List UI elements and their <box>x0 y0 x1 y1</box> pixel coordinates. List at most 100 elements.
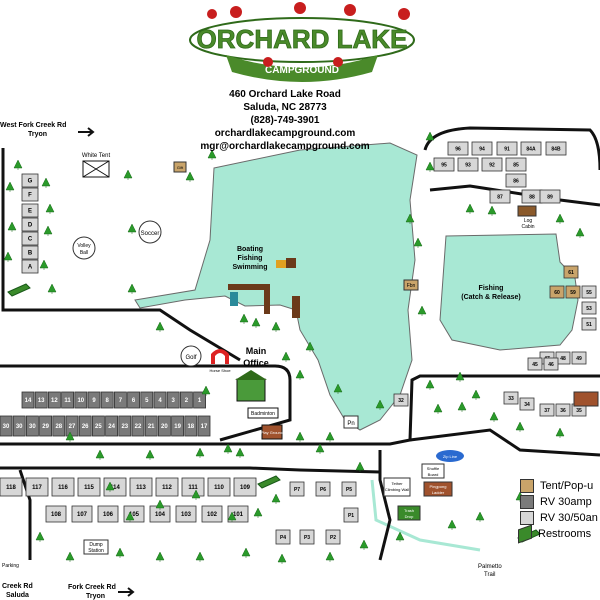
north-site-12[interactable]: 89 <box>539 189 561 204</box>
parking-site-p2[interactable]: P2 <box>325 529 341 545</box>
site-bottom-0[interactable]: 108 <box>45 505 67 523</box>
tent-site-e[interactable]: E <box>21 203 39 218</box>
site-mid-10[interactable]: 22 <box>131 415 145 437</box>
site-low-7[interactable]: 111 <box>181 477 205 497</box>
site-bottom-6[interactable]: 102 <box>201 505 223 523</box>
site-top-9[interactable]: 5 <box>140 391 154 409</box>
north-site-7[interactable]: 92 <box>481 157 503 172</box>
site-bottom-4[interactable]: 104 <box>149 505 171 523</box>
east-site-1[interactable]: 60 <box>549 285 565 299</box>
tent-site-b[interactable]: B <box>21 245 39 260</box>
site-bottom-1[interactable]: 107 <box>71 505 93 523</box>
zip-line[interactable] <box>436 450 464 462</box>
site-mid-9[interactable]: 23 <box>118 415 132 437</box>
north-site-3[interactable]: 84A <box>520 141 542 156</box>
north-site-1[interactable]: 94 <box>471 141 493 156</box>
site-top-8[interactable]: 6 <box>127 391 140 409</box>
east-site-0[interactable]: 61 <box>563 265 579 279</box>
shuffle-board[interactable] <box>421 463 445 479</box>
site-mid-11[interactable]: 21 <box>144 415 158 437</box>
play-ground[interactable] <box>261 424 283 440</box>
main-office-building[interactable] <box>236 378 266 402</box>
site-top-0[interactable]: 14 <box>21 391 35 409</box>
site-top-5[interactable]: 9 <box>87 391 101 409</box>
north-site-0[interactable]: 96 <box>447 141 469 156</box>
log-cabin[interactable] <box>517 205 537 217</box>
east-site-2[interactable]: 59 <box>565 285 581 299</box>
site-low-5[interactable]: 113 <box>129 477 153 497</box>
north-site-4[interactable]: 84B <box>545 141 567 156</box>
site-low-1[interactable]: 117 <box>25 477 49 497</box>
east-play-ground[interactable] <box>573 391 599 407</box>
parking-site-p5[interactable]: P5 <box>341 481 357 497</box>
east-site-5[interactable]: 51 <box>581 317 597 331</box>
site-mid-2[interactable]: 30 <box>25 415 39 437</box>
north-site-6[interactable]: 93 <box>457 157 479 172</box>
parking-site-p1[interactable]: P1 <box>343 507 359 523</box>
tent-site-d[interactable]: D <box>21 217 39 232</box>
site-top-11[interactable]: 3 <box>166 391 180 409</box>
soccer-field[interactable] <box>138 220 162 244</box>
tent-site-a[interactable]: A <box>21 259 39 274</box>
address-website[interactable]: orchardlakecampground.com <box>214 128 356 139</box>
site-top-12[interactable]: 2 <box>179 391 193 409</box>
east-site-14[interactable]: 34 <box>519 397 535 411</box>
tent-site-f[interactable]: F <box>21 187 39 202</box>
tent-site-c[interactable]: C <box>21 231 39 246</box>
site-top-1[interactable]: 13 <box>34 391 48 409</box>
restroom-building[interactable] <box>257 475 281 489</box>
tetherball[interactable] <box>383 477 411 497</box>
site-mid-1[interactable]: 30 <box>12 415 26 437</box>
north-site-11[interactable]: 88 <box>521 189 543 204</box>
site-mid-4[interactable]: 28 <box>52 415 66 437</box>
gift-shop[interactable] <box>173 161 187 173</box>
site-low-8[interactable]: 110 <box>207 477 231 497</box>
east-site-10[interactable]: 46 <box>543 357 559 371</box>
site-bottom-5[interactable]: 103 <box>175 505 197 523</box>
east-site-9[interactable]: 45 <box>527 357 543 371</box>
east-site-13[interactable]: 35 <box>571 403 587 417</box>
east-site-4[interactable]: 53 <box>581 301 597 315</box>
site-mid-0[interactable]: 30 <box>0 415 13 437</box>
east-site-3[interactable]: 55 <box>581 285 597 299</box>
pn-building[interactable] <box>343 415 359 429</box>
east-site-15[interactable]: 33 <box>503 391 519 405</box>
address-email[interactable]: mgr@orchardlakecampground.com <box>200 141 370 152</box>
site-top-6[interactable]: 8 <box>100 391 114 409</box>
site-mid-15[interactable]: 17 <box>197 415 211 437</box>
north-site-9[interactable]: 86 <box>505 173 527 188</box>
site-top-7[interactable]: 7 <box>114 391 127 409</box>
site-mid-3[interactable]: 29 <box>39 415 52 437</box>
east-site-11[interactable]: 37 <box>539 403 555 417</box>
trash-drop[interactable] <box>397 505 421 521</box>
east-site-16[interactable]: 32 <box>393 393 409 407</box>
east-site-8[interactable]: 49 <box>571 351 587 365</box>
site-mid-13[interactable]: 19 <box>171 415 185 437</box>
parking-site-p3[interactable]: P3 <box>299 529 315 545</box>
site-mid-7[interactable]: 25 <box>92 415 105 437</box>
site-low-2[interactable]: 116 <box>51 477 75 497</box>
volleyball-court[interactable] <box>72 236 96 260</box>
east-site-7[interactable]: 48 <box>555 351 571 365</box>
site-mid-14[interactable]: 18 <box>184 415 198 437</box>
parking-site-p4[interactable]: P4 <box>275 529 291 545</box>
site-low-9[interactable]: 109 <box>233 477 257 497</box>
site-low-0[interactable]: 118 <box>0 477 23 497</box>
dump-station[interactable] <box>83 539 109 555</box>
badminton-court[interactable] <box>247 407 279 419</box>
site-mid-5[interactable]: 27 <box>65 415 79 437</box>
fbn-building[interactable] <box>403 279 419 291</box>
site-low-3[interactable]: 115 <box>77 477 101 497</box>
site-top-13[interactable]: 1 <box>193 391 207 409</box>
parking-site-p6[interactable]: P6 <box>315 481 331 497</box>
tent-site-g[interactable]: G <box>21 173 39 188</box>
north-site-8[interactable]: 85 <box>505 157 527 172</box>
site-top-2[interactable]: 12 <box>48 391 61 409</box>
site-top-10[interactable]: 4 <box>153 391 167 409</box>
site-top-4[interactable]: 10 <box>74 391 88 409</box>
site-mid-8[interactable]: 24 <box>105 415 118 437</box>
north-site-5[interactable]: 95 <box>433 157 455 172</box>
site-top-3[interactable]: 11 <box>61 391 74 409</box>
parking-site-p7[interactable]: P7 <box>289 481 305 497</box>
site-bottom-2[interactable]: 106 <box>97 505 119 523</box>
